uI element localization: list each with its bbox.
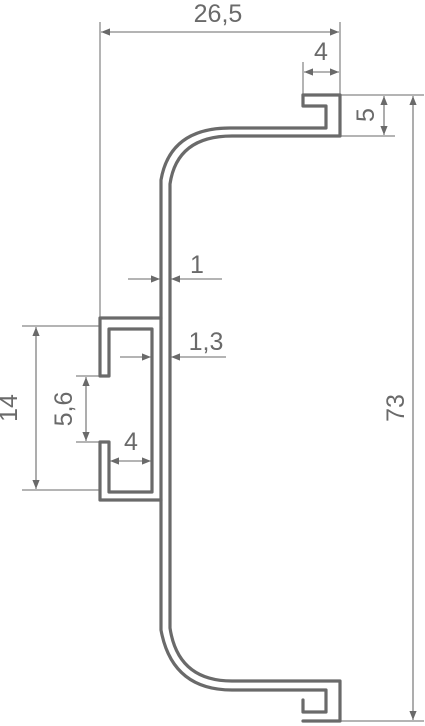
dim-top-lip-height: 5 (340, 94, 424, 137)
label-top-lip-width: 4 (314, 38, 328, 66)
dim-channel-height: 14 (0, 325, 100, 491)
label-overall-height: 73 (382, 394, 410, 422)
label-channel-depth: 4 (124, 428, 138, 456)
label-web-thickness: 1 (190, 251, 204, 279)
label-wall-thickness: 1,3 (189, 328, 224, 356)
dim-width-overall: 26,5 (99, 0, 341, 318)
label-channel-opening: 5,6 (50, 392, 78, 427)
dim-channel-opening: 5,6 (50, 375, 100, 443)
dim-channel-depth: 4 (110, 428, 151, 465)
dim-overall-height: 73 (340, 96, 424, 722)
label-channel-height: 14 (0, 394, 23, 422)
label-width-overall: 26,5 (194, 0, 243, 28)
dim-wall-thickness: 1,3 (120, 328, 226, 361)
dim-web-thickness: 1 (128, 251, 222, 283)
profile-outline (98, 93, 342, 723)
dim-top-lip-width: 4 (302, 38, 339, 95)
label-top-lip-height: 5 (352, 108, 380, 122)
